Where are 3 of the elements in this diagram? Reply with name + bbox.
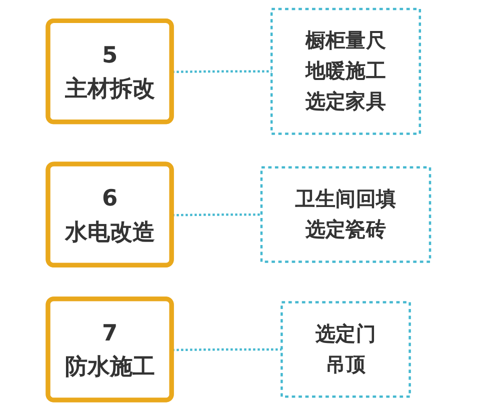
node-box: 选定门 吊顶 (280, 301, 411, 398)
node-box: 卫生间回填 选定瓷砖 (260, 166, 432, 263)
connector (172, 348, 282, 352)
